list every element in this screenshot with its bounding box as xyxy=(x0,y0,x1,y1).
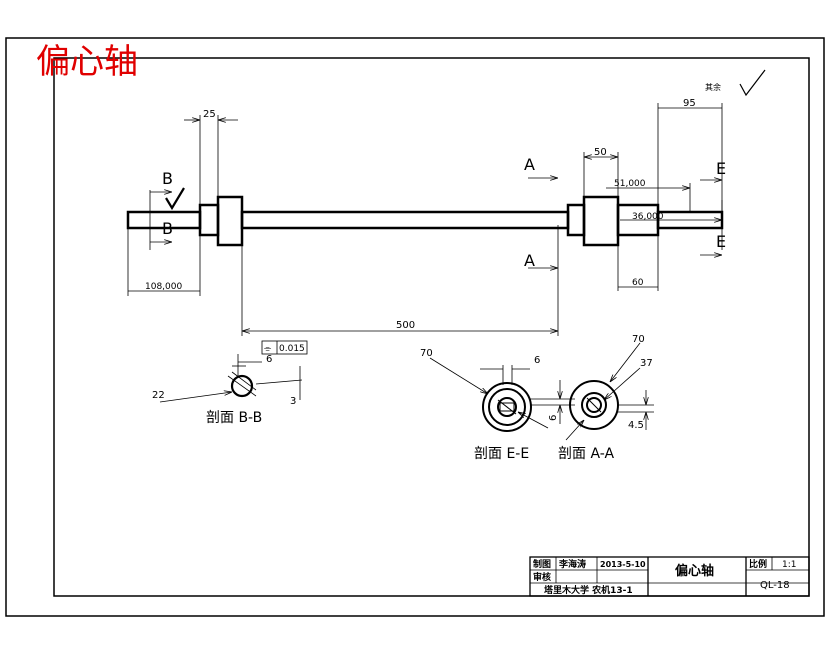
dim-22: 22 xyxy=(152,390,165,401)
dim-95: 95 xyxy=(683,98,696,109)
inner-border xyxy=(53,57,810,597)
tb-part-name: 偏心轴 xyxy=(675,563,714,579)
tb-drawn-name: 李海涛 xyxy=(558,558,586,570)
section-letter-a-bottom: A xyxy=(524,251,535,270)
section-markers xyxy=(149,178,723,268)
tb-scale-label: 比例 xyxy=(749,558,767,570)
check-mark-icon xyxy=(165,187,185,211)
tb-drawn-label: 制图 xyxy=(533,558,551,570)
section-bb xyxy=(159,340,308,403)
label-section-ee: 剖面 E-E xyxy=(474,446,529,462)
dim-3: 3 xyxy=(290,396,296,407)
dim-500: 500 xyxy=(396,320,415,331)
dim-6-vert: 6 xyxy=(548,415,559,421)
label-section-aa: 剖面 A-A xyxy=(558,446,614,462)
section-letter-e-top: E xyxy=(716,159,726,178)
dim-6-ee: 6 xyxy=(534,355,540,366)
dim-70-ee: 70 xyxy=(420,348,433,359)
flatness-symbol-icon: ⌯ xyxy=(264,344,272,354)
tb-school: 塔里木大学 农机13-1 xyxy=(544,584,633,596)
dim-37: 37 xyxy=(640,358,653,369)
dim-70-aa: 70 xyxy=(632,334,645,345)
section-ee xyxy=(482,382,532,432)
dimension-lines xyxy=(127,103,723,336)
dim-60: 60 xyxy=(632,278,644,288)
red-title: 偏心轴 xyxy=(36,42,138,82)
title-block xyxy=(529,556,810,597)
tb-check-label: 审核 xyxy=(533,571,551,583)
tb-date: 2013-5-10 xyxy=(600,560,646,569)
dim-51: 51,000 xyxy=(614,179,646,189)
tb-scale-value: 1:1 xyxy=(782,560,796,570)
tb-drawing-no: QL-18 xyxy=(760,580,790,591)
section-letter-b-bottom: B xyxy=(162,219,173,238)
dim-25: 25 xyxy=(203,109,216,120)
section-letter-b-top: B xyxy=(162,169,173,188)
roughness-symbol-icon xyxy=(739,69,766,97)
dim-108: 108,000 xyxy=(145,282,182,292)
section-aa xyxy=(569,380,619,430)
section-letter-e-bottom: E xyxy=(716,232,726,251)
label-section-bb: 剖面 B-B xyxy=(206,410,262,426)
roughness-note: 其余 xyxy=(705,82,721,92)
dim-50: 50 xyxy=(594,147,607,158)
dim-6-bb: 6 xyxy=(266,354,272,365)
dim-36: 36,000 xyxy=(632,212,664,222)
tol-0015: 0.015 xyxy=(279,344,305,354)
section-letter-a-top: A xyxy=(524,155,535,174)
dim-4-5: 4.5 xyxy=(628,420,644,431)
outer-border xyxy=(5,37,825,617)
